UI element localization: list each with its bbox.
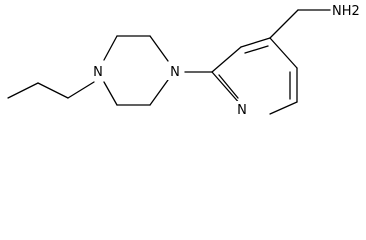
bond-pyr-n1-c2-inner [218,74,239,99]
atom-label-text: N [93,65,103,80]
bond-pyr-c4-c5 [269,37,298,69]
bond-pip-n4-c3 [149,79,169,106]
atom-label-text: N [237,103,247,118]
atom-label-piperazine-n-right: N [166,62,183,80]
bond-pyr-c3-c4 [240,37,271,48]
atom-label-bg [166,62,183,80]
bond-pip-c2-n4 [149,35,169,62]
bond-pyr-c2-c3 [211,46,242,73]
bond-propyl-3 [67,81,95,99]
bond-pip-c4-n1 [103,81,118,106]
pyridine-ring [211,37,298,115]
atom-label-amine: NH2 [332,4,360,19]
atom-label-bg [234,101,250,118]
aminomethyl-group [269,9,331,39]
bond-propyl-1 [7,82,39,99]
atom-label-text: NH2 [332,4,360,19]
bond-pyr-c6-n1 [269,101,298,115]
bond-propyl-2 [37,82,69,99]
piperazine-ring [103,35,169,106]
propyl-chain [7,81,95,99]
atom-label-pyridine-n: N [234,101,250,118]
bond-c4-ch2 [269,9,299,39]
atom-label-bg [90,62,106,80]
chemical-structure-diagram: N N N NH2 [7,4,360,118]
bond-pyr-n1-c2 [211,71,242,106]
atom-label-piperazine-n-left: N [90,62,106,80]
bond-pip-n1-c1 [103,35,118,61]
atom-label-text: N [170,65,180,80]
bond-pyr-c3-c4-inner [244,45,269,54]
